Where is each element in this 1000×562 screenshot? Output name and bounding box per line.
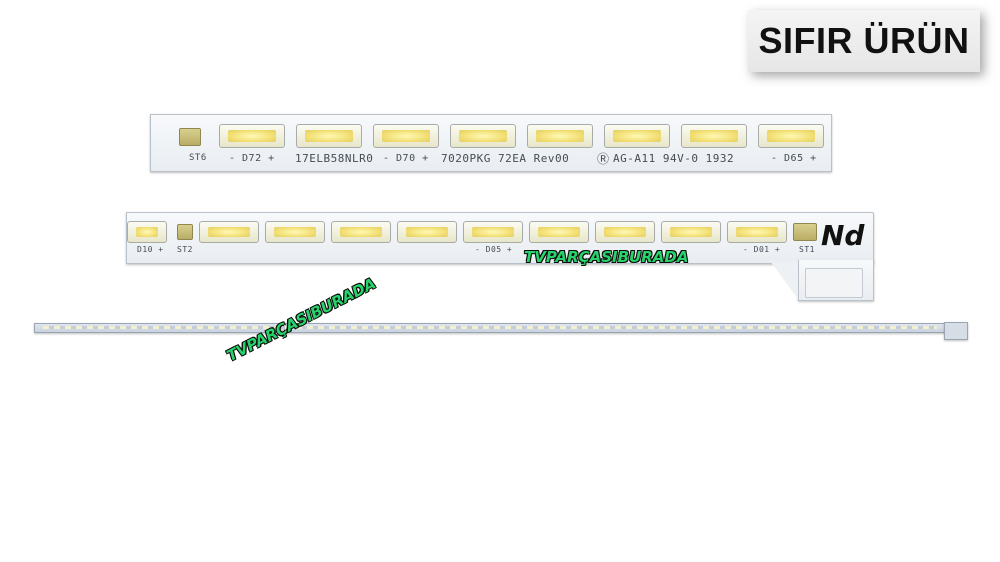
led [463,221,523,243]
led [758,124,824,148]
silk-st6: ST6 [189,153,207,163]
silk-d65: - D65 + [771,153,817,164]
led-strip-top: ST6 - D72 + 17ELB58NLR0 - D70 + 7020PKG … [150,114,832,172]
led [450,124,516,148]
led [296,124,362,148]
led [219,124,285,148]
led [604,124,670,148]
watermark-text: TVPARÇASIBURADA [524,248,689,266]
silk-d01: - D01 + [743,245,781,254]
pad [177,224,193,240]
connector-tab [798,260,874,301]
pad [793,223,817,241]
strip-angle [770,261,798,299]
badge: SIFIR ÜRÜN [748,10,980,72]
pad [179,128,201,146]
led [127,221,167,243]
led [727,221,787,243]
silk-d72: - D72 + [229,153,275,164]
connector-slot [805,268,863,298]
led [373,124,439,148]
led-strip-middle: D10 + ST2 - D05 + - D01 + ST1 Nd [126,212,874,264]
ul-mark: Ⓡ [597,152,610,166]
led-row [43,326,937,329]
silk-d05: - D05 + [475,245,513,254]
silk-pkg: 7020PKG 72EA Rev00 [441,152,570,165]
led [397,221,457,243]
led [595,221,655,243]
led [681,124,747,148]
silk-d10: D10 + [137,245,164,254]
silk-d70: - D70 + [383,153,429,164]
silk-cert: AG-A11 94V-0 1932 [613,152,735,165]
thin-led-bar [34,323,946,333]
handwritten-mark: Nd [821,219,865,252]
led [527,124,593,148]
silk-st2: ST2 [177,245,193,254]
silk-part: 17ELB58NLR0 [295,152,374,165]
led [265,221,325,243]
led [199,221,259,243]
badge-text: SIFIR ÜRÜN [758,20,970,61]
silk-st1: ST1 [799,245,815,254]
led [529,221,589,243]
led [661,221,721,243]
watermark-text: TVPARÇASIBURADA [223,274,379,366]
thin-bar-end-tab [944,322,968,340]
led [331,221,391,243]
